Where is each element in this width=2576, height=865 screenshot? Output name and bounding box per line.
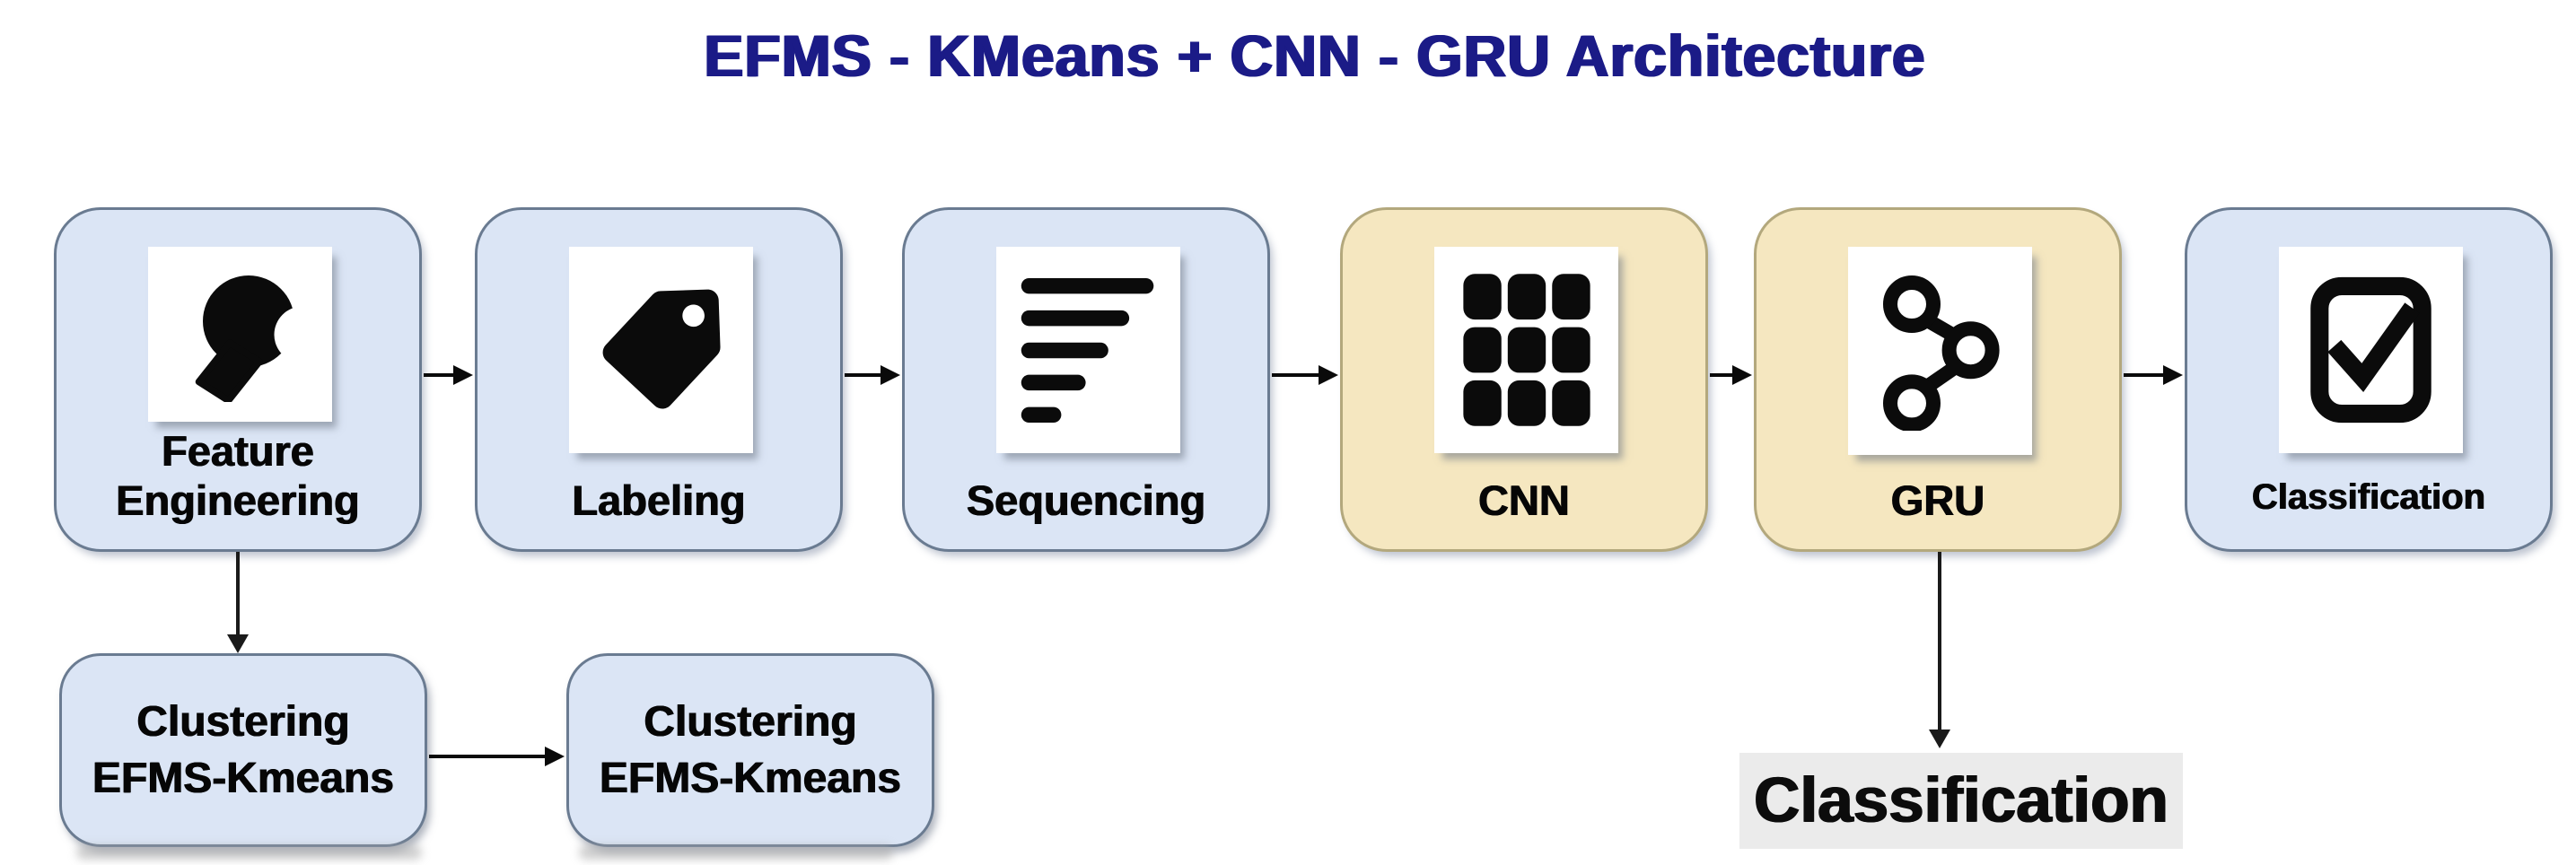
arrow-sequencing-to-cnn xyxy=(1272,365,1338,385)
node-label: Feature Engineering xyxy=(116,427,360,525)
node-clustering-2: Clustering EFMS-Kmeans xyxy=(566,653,934,847)
arrow-feature-to-clustering xyxy=(227,552,249,653)
arrow-clustering-to-clustering xyxy=(429,747,565,766)
arrow-gru-to-output xyxy=(1929,552,1950,748)
node-label: Labeling xyxy=(572,476,746,525)
arrow-labeling-to-sequencing xyxy=(845,365,900,385)
node-label: Sequencing xyxy=(966,476,1206,525)
node-sequencing: Sequencing xyxy=(902,207,1270,552)
tag-icon xyxy=(602,289,721,409)
icon-plate xyxy=(1434,247,1618,453)
node-feature-engineering: Feature Engineering xyxy=(54,207,422,552)
diagram-title: EFMS - KMeans + CNN - GRU Architecture xyxy=(704,22,1926,89)
icon-plate xyxy=(996,247,1180,453)
node-label: Clustering EFMS-Kmeans xyxy=(92,697,395,802)
node-label: CNN xyxy=(1478,476,1570,525)
wrench-icon xyxy=(195,275,308,402)
checkbox-check-icon xyxy=(2310,276,2431,424)
share-nodes-icon xyxy=(1882,275,2000,431)
icon-plate xyxy=(2279,247,2463,453)
node-label: Clustering EFMS-Kmeans xyxy=(599,697,902,802)
node-cnn: CNN xyxy=(1340,207,1708,552)
grid-icon xyxy=(1462,274,1590,426)
arrow-feature-to-labeling xyxy=(424,365,473,385)
sequence-bars-icon xyxy=(1021,277,1154,423)
node-label: GRU xyxy=(1890,476,1985,525)
node-labeling: Labeling xyxy=(475,207,843,552)
node-classification: Classification xyxy=(2185,207,2553,552)
icon-plate xyxy=(1848,247,2032,455)
node-gru: GRU xyxy=(1754,207,2122,552)
output-classification-label: Classification xyxy=(1754,765,2169,836)
icon-plate xyxy=(148,247,332,422)
shadow-smudge xyxy=(579,845,893,860)
arrow-cnn-to-gru xyxy=(1710,365,1752,385)
node-clustering-1: Clustering EFMS-Kmeans xyxy=(59,653,427,847)
node-label: Classification xyxy=(2251,477,2486,518)
icon-plate xyxy=(569,247,753,453)
output-classification-highlight: Classification xyxy=(1739,753,2183,849)
shadow-smudge xyxy=(76,845,422,860)
arrow-gru-to-classification xyxy=(2124,365,2183,385)
